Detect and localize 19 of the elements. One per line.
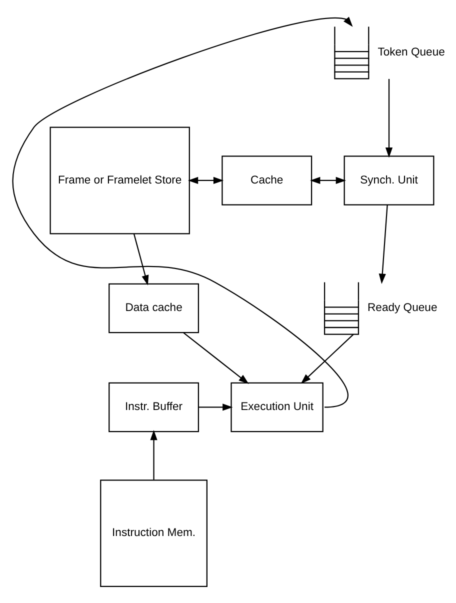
node-box: Instruction Mem.	[100, 479, 208, 587]
arrow	[378, 204, 388, 284]
arrow	[300, 333, 354, 384]
node-box: Execution Unit	[230, 382, 324, 432]
node-box: Synch. Unit	[344, 155, 434, 205]
node-box: Instr. Buffer	[108, 382, 200, 432]
node-box: Frame or Framelet Store	[50, 126, 190, 234]
arrow	[133, 233, 149, 285]
node-box: Cache	[222, 155, 312, 205]
node-text: Token Queue	[378, 46, 445, 58]
node-box: Data cache	[108, 282, 200, 333]
arrow	[310, 176, 346, 184]
arrow	[12, 16, 353, 408]
arrow	[198, 403, 233, 410]
arrow	[183, 332, 249, 384]
node-text: Ready Queue	[368, 302, 438, 314]
arrow	[188, 176, 224, 184]
arrow	[385, 78, 393, 158]
arrow	[150, 429, 158, 480]
